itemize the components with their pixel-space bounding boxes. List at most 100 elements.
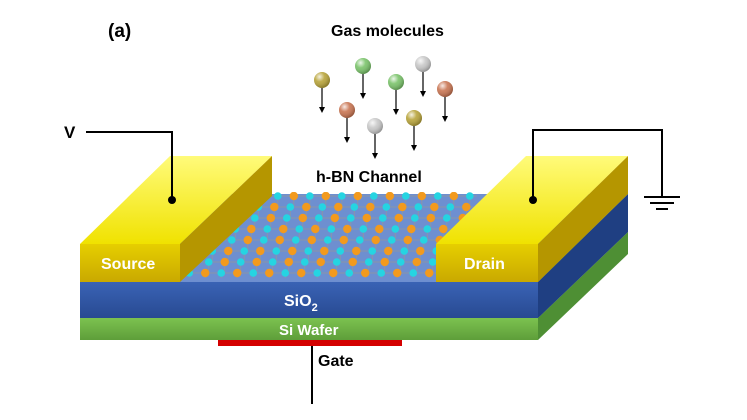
gas-molecule [314, 72, 330, 113]
panel-label: (a) [108, 21, 131, 42]
nitrogen-atom [268, 258, 277, 266]
sio2-label-sub: 2 [312, 302, 318, 314]
nitrogen-atom [434, 192, 442, 200]
boron-atom [201, 268, 210, 278]
boron-atom [375, 224, 384, 234]
boron-atom [298, 213, 307, 223]
boron-atom [275, 235, 284, 245]
nitrogen-atom [466, 192, 474, 200]
source-label: Source [101, 256, 155, 273]
nitrogen-atom [282, 214, 291, 222]
nitrogen-atom [391, 225, 400, 233]
boron-atom [425, 268, 434, 278]
boron-atom [412, 257, 421, 267]
nitrogen-atom [295, 225, 304, 233]
arrow-down-icon [319, 107, 325, 113]
boron-atom [252, 257, 261, 267]
drain-wire [529, 129, 663, 204]
nitrogen-atom [414, 203, 423, 211]
sio2-label-base: SiO [284, 293, 312, 310]
nitrogen-atom [318, 203, 327, 211]
nitrogen-atom [259, 236, 268, 244]
arrow-down-icon [420, 91, 426, 97]
nitrogen-atom [300, 258, 309, 266]
gas-molecules-title: Gas molecules [331, 23, 444, 40]
boron-atom [339, 235, 348, 245]
arrow-down-icon [411, 145, 417, 151]
boron-atom [224, 246, 233, 256]
nitrogen-atom [217, 269, 226, 277]
boron-atom [416, 246, 425, 256]
boron-atom [348, 257, 357, 267]
nitrogen-atom [368, 247, 377, 255]
nitrogen-atom [313, 269, 322, 277]
nitrogen-atom [291, 236, 300, 244]
source-wire [86, 131, 176, 204]
boron-atom [426, 213, 435, 223]
boron-atom [398, 202, 407, 212]
nitrogen-atom [410, 214, 419, 222]
nitrogen-atom [359, 225, 368, 233]
nitrogen-atom [396, 258, 405, 266]
gas-molecule [339, 102, 355, 143]
boron-atom [247, 224, 256, 234]
nitrogen-atom [346, 214, 355, 222]
nitrogen-atom [304, 247, 313, 255]
ground-icon [644, 196, 680, 210]
boron-atom [284, 257, 293, 267]
boron-atom [439, 224, 448, 234]
boron-atom [407, 224, 416, 234]
nitrogen-atom [249, 269, 258, 277]
arrow-down-icon [393, 109, 399, 115]
nitrogen-atom [336, 247, 345, 255]
arrow-down-icon [344, 137, 350, 143]
gas-molecule [437, 81, 453, 122]
boron-atom [380, 257, 389, 267]
nitrogen-atom [323, 236, 332, 244]
nitrogen-atom [263, 225, 272, 233]
arrow-down-icon [360, 93, 366, 99]
gas-molecule [406, 110, 422, 151]
boron-atom [417, 192, 427, 201]
boron-atom [462, 202, 471, 212]
nitrogen-atom [409, 269, 418, 277]
nitrogen-atom [236, 258, 245, 266]
boron-atom [289, 192, 299, 201]
arrow-down-icon [442, 116, 448, 122]
nitrogen-atom [419, 236, 428, 244]
boron-atom [307, 235, 316, 245]
nitrogen-atom [364, 258, 373, 266]
nitrogen-atom [377, 269, 386, 277]
boron-atom [321, 192, 331, 201]
boron-atom [353, 192, 363, 201]
nitrogen-atom [350, 203, 359, 211]
sio2-label: SiO2 [284, 293, 318, 314]
gas-molecule [415, 56, 431, 97]
arrow-down-icon [372, 153, 378, 159]
nitrogen-atom [240, 247, 249, 255]
channel-label: h-BN Channel [316, 169, 422, 186]
nitrogen-atom [345, 269, 354, 277]
boron-atom [384, 246, 393, 256]
boron-atom [297, 268, 306, 278]
boron-atom [385, 192, 395, 201]
nitrogen-atom [286, 203, 295, 211]
gas-molecule [355, 58, 371, 99]
boron-atom [311, 224, 320, 234]
nitrogen-atom [423, 225, 432, 233]
nitrogen-atom [442, 214, 451, 222]
boron-atom [362, 213, 371, 223]
nitrogen-atom [446, 203, 455, 211]
gate-contact [218, 340, 402, 346]
nitrogen-atom [400, 247, 409, 255]
boron-atom [265, 268, 274, 278]
boron-atom [256, 246, 265, 256]
nitrogen-atom [227, 236, 236, 244]
nitrogen-atom [332, 258, 341, 266]
boron-atom [330, 213, 339, 223]
nitrogen-atom [327, 225, 336, 233]
drain-label: Drain [464, 256, 505, 273]
boron-atom [393, 268, 402, 278]
nitrogen-atom [274, 192, 282, 200]
nitrogen-atom [281, 269, 290, 277]
